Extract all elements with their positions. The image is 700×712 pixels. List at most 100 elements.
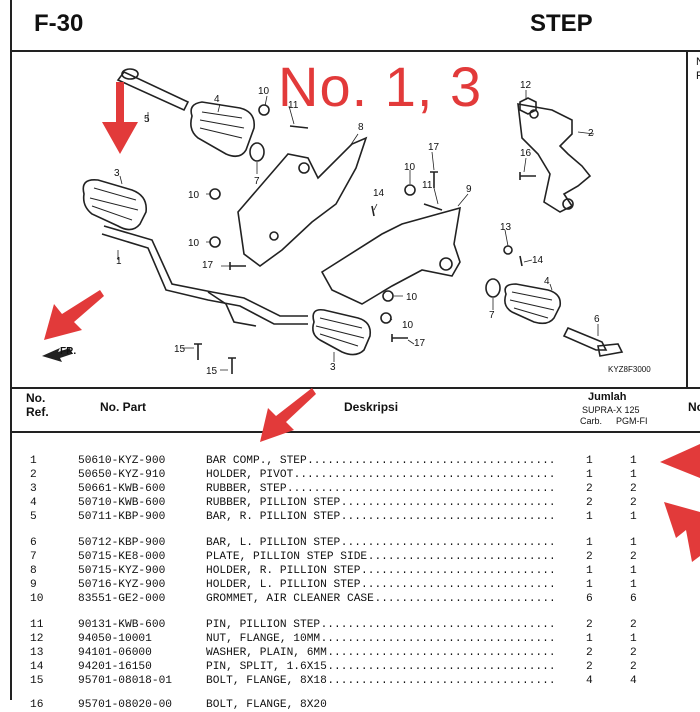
part-grommet — [209, 188, 221, 200]
ref-number: 6 — [30, 537, 37, 549]
ref-number: 5 — [30, 511, 37, 523]
diagram-divider — [10, 387, 700, 389]
quantity-pgm: 1 — [630, 537, 637, 549]
callout-label: 14 — [373, 188, 385, 199]
ref-number: 4 — [30, 497, 37, 509]
dot-leader: .................................. — [327, 647, 556, 659]
quantity-carb-header: Carb. — [580, 416, 603, 426]
quantity-carb: 2 — [586, 619, 593, 631]
dot-leader: ........................... — [374, 593, 556, 605]
part-bolt — [430, 171, 438, 188]
part-description: PIN, PILLION STEP — [206, 619, 321, 631]
red-arrow-icon — [102, 82, 138, 154]
part-description: HOLDER, L. PILLION STEP — [206, 579, 361, 591]
callout-label: 3 — [114, 168, 120, 179]
callout-label: 10 — [402, 320, 414, 331]
part-grommet — [209, 236, 221, 248]
callout-label: 9 — [466, 184, 472, 195]
part-bolt — [229, 262, 246, 270]
part-number: 50716-KYZ-900 — [78, 579, 166, 591]
part-description: BAR, L. PILLION STEP — [206, 537, 341, 549]
quantity-carb: 1 — [586, 511, 593, 523]
column-header-part-number: No. Part — [100, 400, 147, 414]
callout-label: 10 — [404, 162, 416, 173]
part-number: 50711-KBP-900 — [78, 511, 166, 523]
frame-left-border — [10, 0, 12, 700]
part-description: BAR COMP., STEP — [206, 455, 307, 467]
column-header-description: Deskripsi — [344, 400, 399, 414]
quantity-pgm: 2 — [630, 661, 637, 673]
callout-label: 4 — [544, 276, 550, 287]
quantity-pgm: 1 — [630, 633, 637, 645]
callout-label: 12 — [520, 80, 532, 91]
part-number: 94201-16150 — [78, 661, 152, 673]
parts-diagram: 1 2 3 3 4 4 5 6 7 7 8 9 10 10 10 10 10 1… — [42, 68, 624, 377]
callout-label: 10 — [258, 86, 270, 97]
quantity-pgm: 1 — [630, 455, 637, 467]
quantity-carb: 2 — [586, 551, 593, 563]
dot-leader: .................................. — [327, 675, 556, 687]
quantity-carb: 1 — [586, 469, 593, 481]
diagram-code: KYZ8F3000 — [608, 365, 651, 374]
quantity-pgm: 2 — [630, 619, 637, 631]
part-pillion-rubber-upper — [190, 101, 256, 158]
part-description: BAR, R. PILLION STEP — [206, 511, 341, 523]
quantity-carb: 1 — [586, 565, 593, 577]
quantity-pgm: 2 — [630, 497, 637, 509]
front-direction-marker: FR. — [42, 346, 76, 362]
part-number: 95701-08020-00 — [78, 699, 172, 711]
part-nut — [519, 97, 537, 115]
quantity-pgm: 1 — [630, 511, 637, 523]
part-washer — [485, 278, 501, 298]
part-bolt — [228, 357, 236, 374]
part-bolt — [194, 343, 202, 360]
part-small-washer — [503, 245, 513, 255]
dot-leader: .................................. — [327, 661, 556, 673]
part-number: 50610-KYZ-900 — [78, 455, 166, 467]
part-grommet — [258, 104, 270, 116]
quantity-pgm: 1 — [630, 469, 637, 481]
column-header-no-ref: No. Ref. — [26, 391, 49, 419]
part-number: 50715-KYZ-900 — [78, 565, 166, 577]
dot-leader: ............................ — [367, 551, 556, 563]
part-grommet — [382, 290, 394, 302]
ref-number: 13 — [30, 647, 44, 659]
quantity-carb: 1 — [586, 537, 593, 549]
quantity-pgm: 2 — [630, 483, 637, 495]
part-l-pillion-bar — [562, 326, 624, 357]
part-step-rubber-left — [82, 178, 148, 231]
part-description: HOLDER, PIVOT — [206, 469, 294, 481]
callout-label: 11 — [422, 180, 433, 191]
part-number: 94101-06000 — [78, 647, 152, 659]
part-r-pillion-bar — [116, 68, 190, 112]
part-step-rubber-bottom — [312, 308, 372, 356]
part-number: 90131-KWB-600 — [78, 619, 166, 631]
red-arrow-icon — [664, 502, 700, 562]
quantity-carb: 1 — [586, 579, 593, 591]
quantity-carb: 2 — [586, 647, 593, 659]
callout-label: 5 — [144, 114, 150, 125]
callout-label: 4 — [214, 94, 220, 105]
ref-number: 11 — [30, 619, 44, 631]
quantity-pgm: 4 — [630, 675, 637, 687]
edge-text: N — [696, 56, 700, 68]
callout-label: 15 — [206, 366, 218, 377]
callout-label: 1 — [116, 256, 122, 267]
part-grommet — [404, 184, 416, 196]
red-arrow-icon — [660, 444, 700, 478]
quantity-pgm: 1 — [630, 579, 637, 591]
ref-number: 7 — [30, 551, 37, 563]
red-arrow-icon — [44, 290, 104, 340]
column-header-quantity: Jumlah — [588, 391, 627, 403]
dot-leader: ..................................... — [307, 455, 556, 467]
quantity-model: SUPRA-X 125 — [582, 405, 640, 415]
